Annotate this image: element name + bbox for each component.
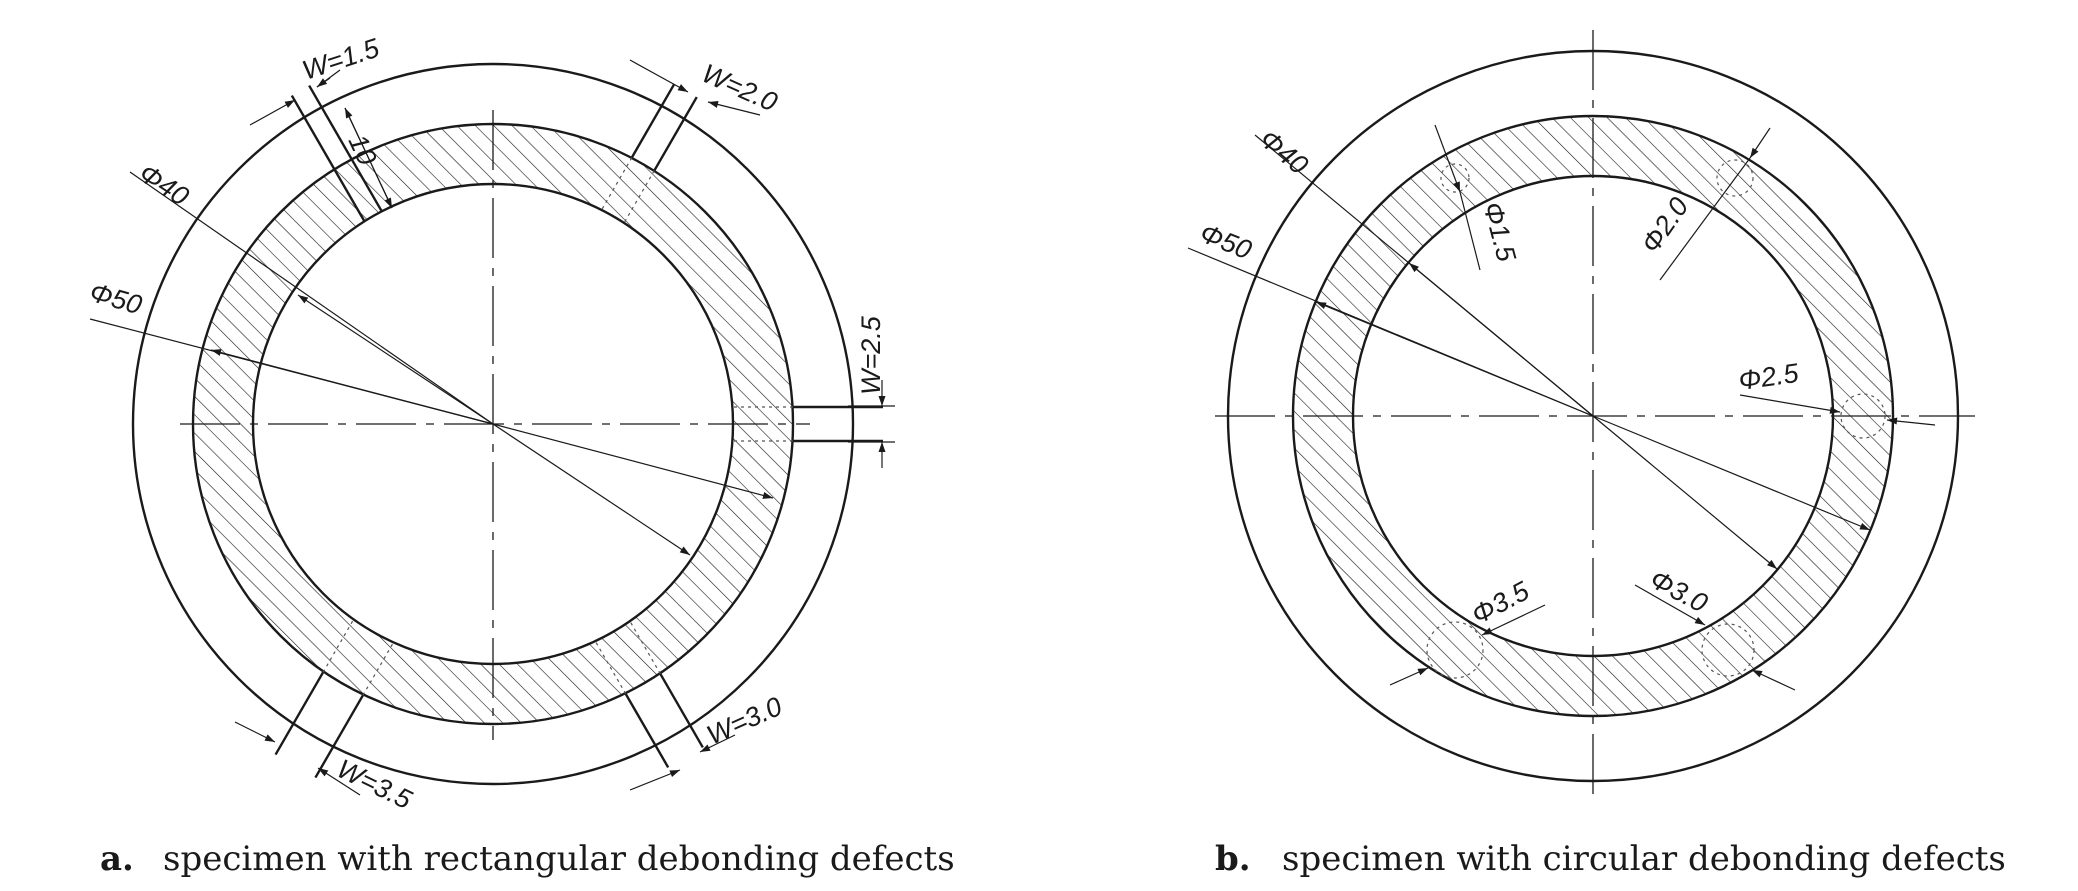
label-w20: W=2.0 [698,58,782,117]
label-phi20: Φ2.0 [1635,192,1694,258]
panel-b-circular-defects: Φ50 Φ40 Φ1.5 Φ2.0 Φ2.5 Φ3.0 Φ3.5 b. spec… [1187,30,2006,879]
label-phi40-b: Φ40 [1254,124,1314,181]
caption-letter-a: a. [100,839,134,879]
label-phi40-a: Φ40 [134,158,194,212]
label-phi50-b: Φ50 [1196,218,1256,266]
label-phi25: Φ2.5 [1737,358,1802,396]
label-phi35: Φ3.5 [1467,575,1535,630]
caption-a: specimen with rectangular debonding defe… [163,839,955,879]
label-phi15: Φ1.5 [1477,199,1522,266]
outer-ring-a [131,62,855,786]
caption-b: specimen with circular debonding defects [1282,839,2006,879]
label-w15: W=1.5 [299,33,384,86]
label-w25: W=2.5 [856,315,886,395]
defect-phi15 [1440,163,1470,193]
defect-phi30 [1701,623,1755,677]
label-w35: W=3.5 [332,753,417,815]
caption-letter-b: b. [1215,839,1251,879]
defect-phi25 [1840,393,1886,439]
panel-a-rectangular-defects: Φ50 Φ40 10 W=1.5 W=2.0 W=2.5 W=3.0 W=3.5… [86,33,954,879]
label-phi50-a: Φ50 [86,277,145,320]
label-w30: W=3.0 [702,691,786,750]
defect-phi20 [1716,159,1754,197]
defect-phi35 [1426,621,1484,679]
